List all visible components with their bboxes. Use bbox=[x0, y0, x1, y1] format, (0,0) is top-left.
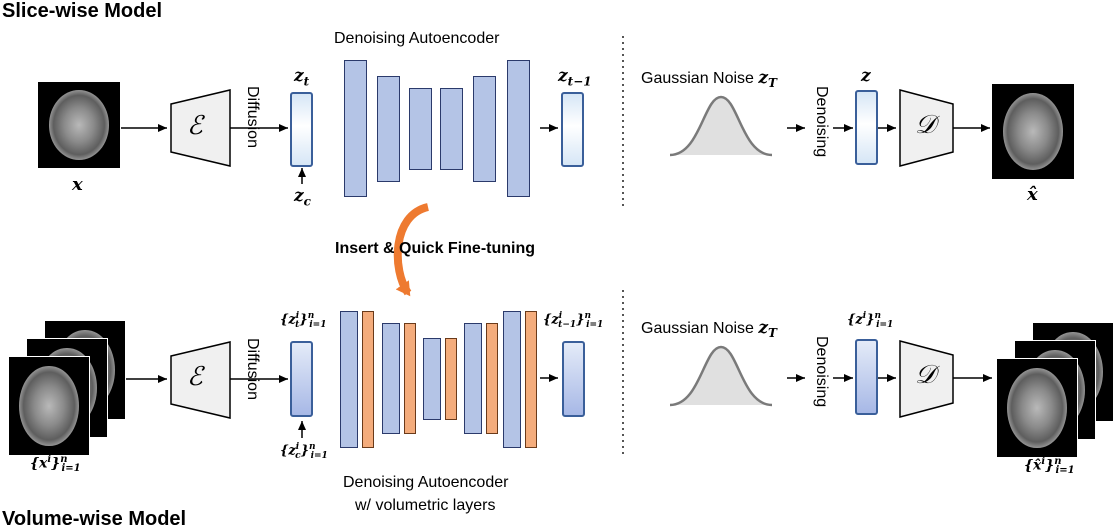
vol-unet-block-2 bbox=[382, 323, 400, 434]
decoder-shape-top bbox=[899, 89, 954, 167]
dae-title-top: Denoising Autoencoder bbox=[334, 30, 500, 47]
gaussian-noise-label-top: Gaussian Noise zT bbox=[641, 68, 777, 91]
z-latent-top bbox=[855, 90, 878, 165]
z-label-bottom: {zi}ni=1 bbox=[847, 311, 894, 330]
input-volume-slice-1 bbox=[8, 356, 90, 456]
encoder-symbol-top: ℰ bbox=[187, 111, 203, 141]
denoising-label-top: Denoising bbox=[813, 86, 830, 158]
output-xhat-label: x̂ bbox=[1027, 184, 1038, 205]
vol-unet-block-3 bbox=[423, 338, 441, 420]
unet-block-1 bbox=[344, 60, 367, 197]
unet-block-2 bbox=[377, 76, 400, 182]
ztm1-latent-top bbox=[561, 92, 584, 167]
denoising-label-bottom: Denoising bbox=[813, 336, 830, 408]
unet-block-3 bbox=[409, 88, 432, 170]
zt-label-top: zt bbox=[294, 66, 310, 89]
diffusion-label-bottom: Diffusion bbox=[244, 338, 261, 400]
zc-label-top: zc bbox=[294, 186, 311, 209]
vol-unet-layer-1 bbox=[362, 311, 374, 448]
zt-latent-bottom bbox=[290, 341, 313, 417]
vol-unet-layer-2 bbox=[404, 323, 416, 434]
vol-unet-block-1 bbox=[340, 311, 358, 448]
slice-model-title: Slice-wise Model bbox=[2, 0, 163, 22]
z-label-top: z bbox=[861, 66, 871, 86]
volume-model-title: Volume-wise Model bbox=[2, 508, 187, 530]
decoder-shape-bottom bbox=[899, 340, 954, 418]
decoder-symbol-bottom: 𝒟 bbox=[915, 360, 936, 390]
input-mri-slice bbox=[38, 82, 120, 168]
insert-arrow bbox=[393, 203, 430, 297]
vol-unet-block-4 bbox=[464, 323, 482, 434]
encoder-symbol-bottom: ℰ bbox=[187, 362, 203, 392]
unet-block-4 bbox=[440, 88, 463, 170]
input-volume-label: {xi}ni=1 bbox=[30, 454, 81, 475]
decoder-symbol-top: 𝒟 bbox=[915, 110, 936, 140]
output-mri-slice bbox=[992, 84, 1074, 179]
input-x-label: x bbox=[72, 174, 83, 195]
vol-unet-layer-4 bbox=[486, 323, 498, 434]
ztm1-label-top: zt−1 bbox=[558, 66, 592, 89]
output-volume-label: {x̂i}ni=1 bbox=[1024, 456, 1075, 477]
zt-latent-top bbox=[290, 92, 313, 167]
gaussian-curve-bottom bbox=[670, 347, 772, 405]
unet-block-6 bbox=[507, 60, 530, 197]
ztm1-latent-bottom bbox=[562, 341, 585, 417]
vol-unet-layer-3 bbox=[445, 338, 457, 420]
z-latent-bottom bbox=[855, 339, 878, 415]
insert-finetune-label: Insert & Quick Fine-tuning bbox=[335, 240, 536, 257]
dae-title-bottom-line1: Denoising Autoencoder bbox=[343, 474, 509, 491]
unet-block-5 bbox=[473, 76, 496, 182]
ztm1-label-bottom: {zit−1}ni=1 bbox=[543, 311, 604, 330]
gaussian-noise-label-bottom: Gaussian Noise zT bbox=[641, 318, 777, 341]
encoder-shape-top bbox=[170, 89, 231, 167]
gaussian-curve-top bbox=[670, 97, 772, 155]
dae-title-bottom-line2: w/ volumetric layers bbox=[355, 497, 496, 514]
diffusion-label-top: Diffusion bbox=[244, 86, 261, 148]
vol-unet-layer-5 bbox=[525, 311, 537, 448]
zc-label-bottom: {zic}ni=1 bbox=[280, 442, 328, 461]
output-volume-slice-1 bbox=[996, 358, 1078, 458]
encoder-shape-bottom bbox=[170, 341, 231, 419]
zt-label-bottom: {zit}ni=1 bbox=[280, 311, 327, 330]
vol-unet-block-5 bbox=[503, 311, 521, 448]
